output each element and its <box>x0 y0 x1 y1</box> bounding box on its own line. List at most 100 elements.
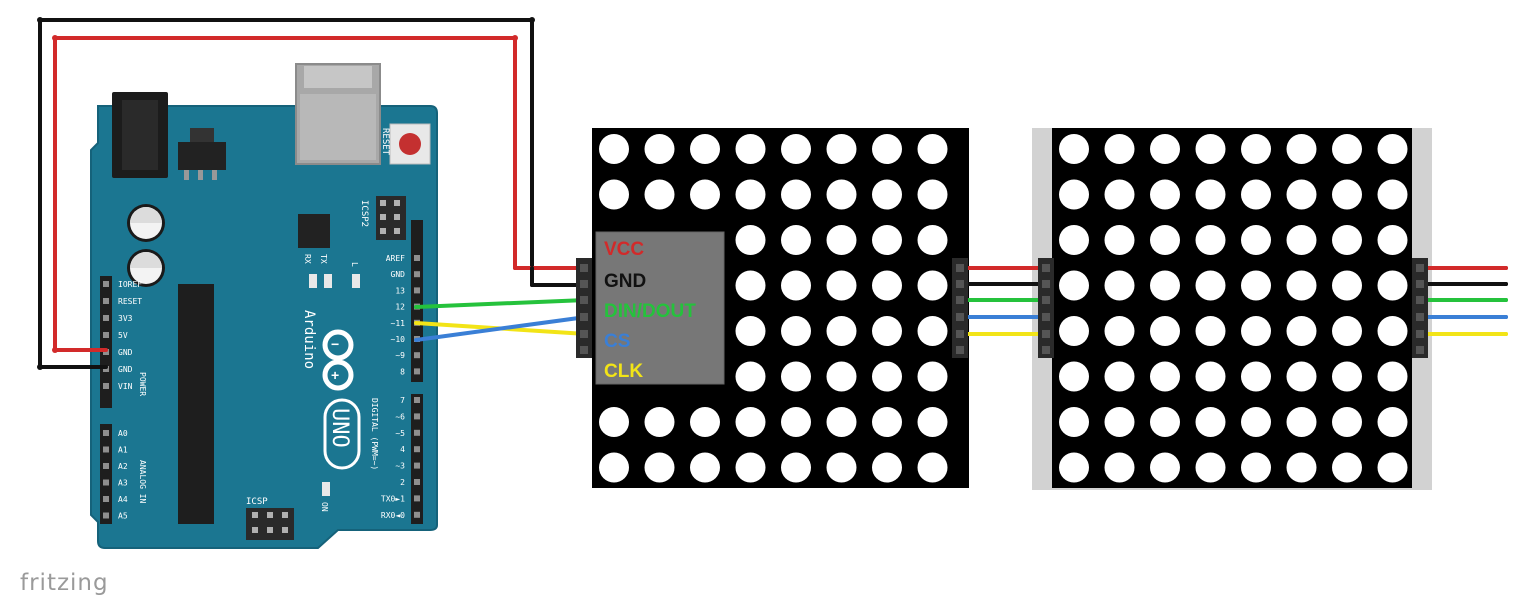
analog-pin-3 <box>103 463 109 469</box>
wire-din <box>414 298 588 309</box>
connectors <box>576 258 1428 358</box>
m2-led-r1c3 <box>1150 134 1180 164</box>
m1-led-r2c4 <box>735 179 766 210</box>
m2-led-r6c1 <box>1059 361 1089 392</box>
usb-chip <box>298 214 330 248</box>
m2-led-r2c8 <box>1377 179 1408 210</box>
connector-1-pin-3 <box>580 296 588 304</box>
m1-led-r7c6 <box>826 407 857 437</box>
digital-top-pin-label-2: GND <box>391 270 406 279</box>
m2-led-r8c8 <box>1377 452 1408 483</box>
m1-led-r6c7 <box>872 361 902 392</box>
m2-led-r5c1 <box>1059 316 1089 346</box>
digital-bottom-pin-label-3: ~5 <box>395 429 405 438</box>
m1-led-r2c1 <box>599 179 629 210</box>
module-pin-label-box: VCC GND DIN/DOUT CS CLK <box>595 231 725 385</box>
m1-led-r3c4 <box>735 225 766 255</box>
m2-led-r1c7 <box>1332 134 1362 164</box>
led-matrix-1 <box>592 128 969 488</box>
m1-led-r8c6 <box>826 452 857 483</box>
reset-button[interactable] <box>389 123 431 165</box>
connector-3-pin-3 <box>1042 296 1050 304</box>
m2-led-r6c5 <box>1241 361 1271 392</box>
microcontroller <box>178 284 214 524</box>
m2-led-r7c4 <box>1195 407 1226 437</box>
m1-led-r2c8 <box>917 179 948 210</box>
m2-led-r1c5 <box>1241 134 1271 164</box>
m2-led-r5c3 <box>1150 316 1180 346</box>
connector-2-pin-1 <box>956 264 964 272</box>
power-pin-3 <box>103 315 109 321</box>
matrix-2-body <box>1052 128 1412 488</box>
m2-led-r1c1 <box>1059 134 1089 164</box>
m1-led-r6c5 <box>781 361 811 392</box>
m1-led-r7c8 <box>917 407 948 437</box>
digital-bottom-pin-1 <box>414 397 420 403</box>
m2-led-r1c4 <box>1195 134 1226 164</box>
connector-3-pin-2 <box>1042 280 1050 288</box>
m1-led-r4c5 <box>781 270 811 301</box>
power-pin-label-3: 3V3 <box>118 314 133 323</box>
digital-bottom-pin-5 <box>414 462 420 469</box>
m2-led-r6c6 <box>1286 361 1317 392</box>
power-pin-7 <box>103 383 109 389</box>
capacitor-2 <box>127 249 165 287</box>
m2-led-r8c7 <box>1332 452 1362 483</box>
m2-led-r2c4 <box>1195 179 1226 210</box>
m1-led-r1c6 <box>826 134 857 164</box>
analog-pin-label-1: A0 <box>118 429 128 438</box>
rx-led <box>309 274 317 288</box>
power-pin-label-1: IOREF <box>118 280 142 289</box>
module-2-output-connector <box>1412 258 1428 358</box>
m2-led-r7c8 <box>1377 407 1408 437</box>
icsp-header <box>246 508 294 540</box>
icsp-label: ICSP <box>246 497 268 507</box>
connector-1-pin-2 <box>580 280 588 288</box>
m2-led-r4c3 <box>1150 270 1180 301</box>
connector-2-pin-2 <box>956 280 964 288</box>
analog-pin-label-6: A5 <box>118 512 128 521</box>
m2-led-r1c2 <box>1104 134 1135 164</box>
rx-label: RX <box>303 254 312 264</box>
fritzing-credit: fritzing <box>20 570 109 596</box>
connector-1-pin-4 <box>580 313 588 321</box>
module-2-input-connector <box>1038 258 1054 358</box>
icsp2-header <box>376 196 406 240</box>
digital-top-pin-label-5: ~11 <box>391 319 406 328</box>
module-1-output-connector <box>952 258 968 358</box>
connector-4-pin-1 <box>1416 264 1424 272</box>
m1-led-r5c6 <box>826 316 857 346</box>
m1-led-r8c8 <box>917 452 948 483</box>
digital-bottom-pin-2 <box>414 413 420 420</box>
analog-pin-label-3: A2 <box>118 462 128 471</box>
m1-led-r7c2 <box>644 407 675 437</box>
digital-top-pin-label-3: 13 <box>395 286 405 295</box>
m2-led-r3c7 <box>1332 225 1362 255</box>
m2-led-r2c3 <box>1150 179 1180 210</box>
m1-led-r1c7 <box>872 134 902 164</box>
analog-section-label: ANALOG IN <box>138 460 147 504</box>
m2-led-r7c2 <box>1104 407 1135 437</box>
m2-led-r3c1 <box>1059 225 1089 255</box>
m1-led-r4c4 <box>735 270 766 301</box>
m2-led-r7c5 <box>1241 407 1271 437</box>
wire-cs <box>414 315 588 342</box>
m2-led-r6c7 <box>1332 361 1362 392</box>
arduino-minus-glyph: − <box>331 336 339 352</box>
analog-pin-2 <box>103 446 109 453</box>
m1-led-r5c7 <box>872 316 902 346</box>
m2-led-r5c7 <box>1332 316 1362 346</box>
connector-3-pin-5 <box>1042 330 1050 338</box>
m1-led-r4c8 <box>917 270 948 301</box>
analog-pin-label-4: A3 <box>118 479 128 488</box>
m1-led-r8c4 <box>735 452 766 483</box>
connector-4-pin-6 <box>1416 346 1424 354</box>
wires <box>38 18 1508 369</box>
connector-2-pin-4 <box>956 313 964 321</box>
connector-1-pin-1 <box>580 264 588 272</box>
digital-bottom-pin-4 <box>414 446 420 453</box>
m2-led-r8c6 <box>1286 452 1317 483</box>
analog-pin-6 <box>103 512 109 519</box>
digital-top-pin-1 <box>414 255 420 261</box>
